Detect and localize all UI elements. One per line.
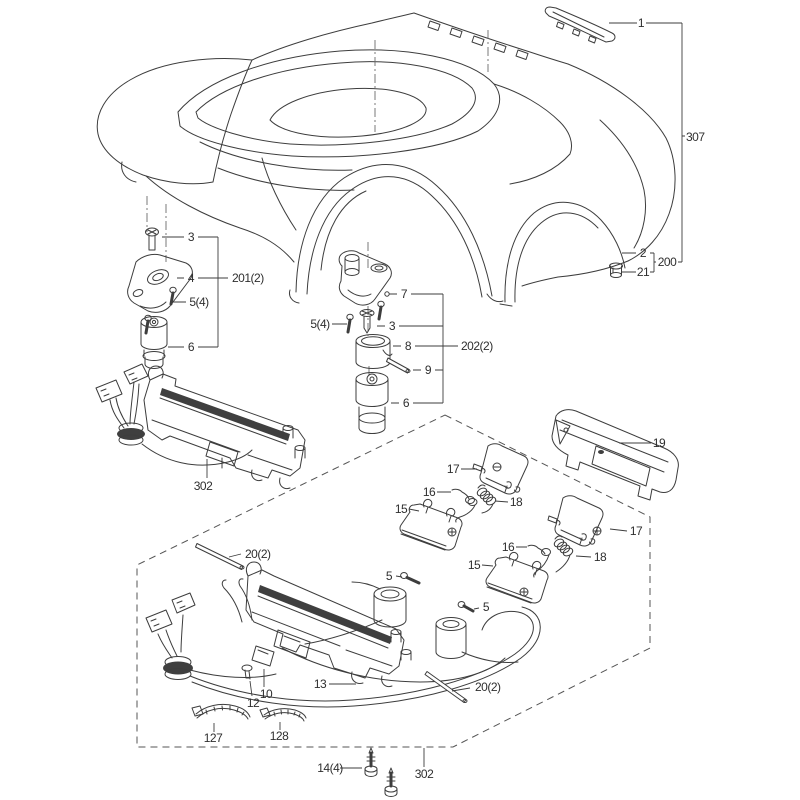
part-1-trim-strip (544, 6, 616, 44)
callout-5d: 5 (483, 600, 490, 614)
cable-loops (189, 606, 541, 708)
callout-16b: 16 (502, 540, 515, 554)
part-cover-shell (96, 12, 676, 307)
coil-housing (351, 581, 407, 628)
part-8-sleeve (355, 334, 393, 369)
kit-boundary (136, 414, 651, 748)
callout-leader-lines (162, 22, 685, 769)
kit-302-lower (145, 543, 541, 722)
callout-1: 1 (638, 16, 645, 30)
assembly-202-center (338, 242, 411, 434)
callout-6a: 6 (188, 340, 195, 354)
callout-8: 8 (405, 339, 412, 353)
callout-17b: 17 (630, 524, 643, 538)
callout-302a: 302 (194, 479, 213, 493)
coil-housing (435, 617, 467, 659)
callout-14-4: 14(4) (317, 761, 343, 775)
callout-5-4a: 5(4) (189, 295, 209, 309)
callout-127: 127 (204, 731, 223, 745)
callout-labels: 1 307 2 21 200 3 4 201(2) 5(4) 6 7 5(4) … (188, 16, 706, 781)
callout-128: 128 (270, 729, 289, 743)
part-3-screw (145, 227, 159, 251)
part-9-pin (386, 357, 411, 374)
callout-15a: 15 (395, 502, 408, 516)
part-5-screw (457, 601, 475, 613)
part-10-block (251, 645, 275, 667)
part-128-cable-tie (259, 707, 307, 722)
callout-6b: 6 (403, 396, 410, 410)
callout-16a: 16 (423, 485, 436, 499)
callout-18a: 18 (510, 495, 523, 509)
callout-201-2: 201(2) (232, 271, 264, 285)
part-16-wire (527, 544, 551, 578)
callout-20-2a: 20(2) (245, 547, 271, 561)
part-302-chassis-upper (95, 363, 306, 489)
part-18-spring (553, 535, 574, 573)
part-21-cap (609, 262, 623, 278)
assembly-201-left (127, 196, 193, 369)
part-5-screws (346, 300, 385, 334)
callout-12: 12 (247, 696, 260, 710)
callout-302b: 302 (415, 767, 434, 781)
callout-2: 2 (640, 246, 647, 260)
wiring-harness (145, 592, 277, 680)
part-19-bumper (551, 409, 679, 501)
callout-9: 9 (425, 363, 432, 377)
part-17-plate (547, 495, 604, 547)
wiring-harness (95, 363, 253, 466)
part-6-motor (355, 372, 389, 434)
part-5-screw (400, 572, 421, 585)
callout-13: 13 (314, 677, 327, 691)
part-16-wire (451, 488, 478, 523)
part-17-plate (472, 443, 529, 495)
part-12-rivet (241, 664, 253, 680)
callout-10: 10 (260, 687, 273, 701)
part-127-cable-tie (191, 703, 251, 720)
part-6-motor (140, 316, 168, 369)
part-3-screw (359, 309, 375, 334)
callout-3b: 3 (389, 319, 396, 333)
part-4-bracket (127, 253, 193, 313)
part-15-bracket (485, 552, 549, 604)
callout-200: 200 (658, 255, 677, 269)
callout-17a: 17 (447, 462, 460, 476)
callout-3a: 3 (188, 230, 195, 244)
callout-307: 307 (686, 130, 705, 144)
callout-20-2b: 20(2) (475, 680, 501, 694)
callout-5c: 5 (386, 569, 393, 583)
callout-21: 21 (637, 265, 650, 279)
part-7-bracket (338, 250, 392, 306)
part-5-screws (144, 286, 177, 335)
callout-7: 7 (401, 287, 408, 301)
callout-5-4b: 5(4) (310, 317, 330, 331)
part-20-pin (424, 671, 468, 703)
callout-4: 4 (188, 271, 195, 285)
part-14-screws (364, 747, 398, 797)
callout-15b: 15 (468, 558, 481, 572)
latch-set-b (485, 495, 604, 604)
latch-set-a (399, 443, 529, 551)
part-18-spring (476, 484, 497, 514)
callout-202-2: 202(2) (461, 339, 493, 353)
callout-19: 19 (653, 436, 666, 450)
part-15-bracket (399, 499, 463, 551)
part-20-pin (195, 543, 245, 570)
callout-18b: 18 (594, 550, 607, 564)
